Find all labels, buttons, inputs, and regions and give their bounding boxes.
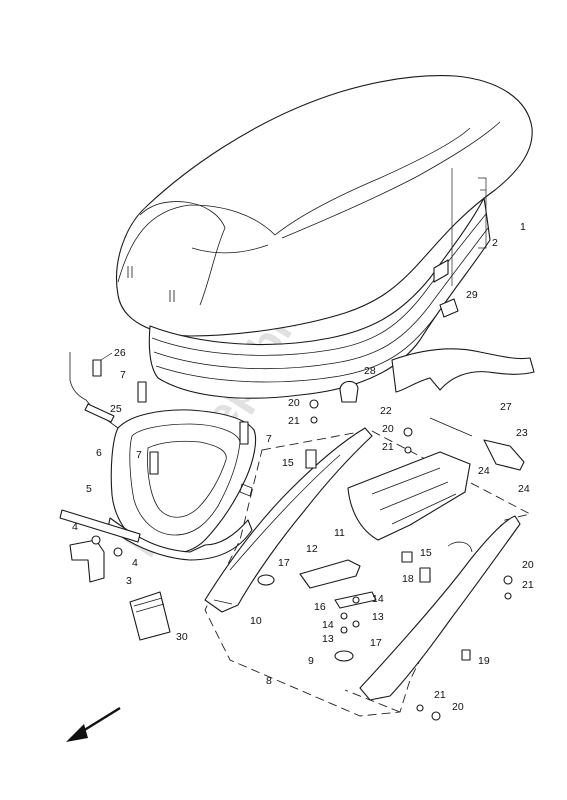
callout-18: 18 [402,573,414,585]
callout-9: 9 [308,655,314,667]
clip-18[interactable] [401,551,413,563]
assembly-8-lead [344,689,401,713]
callout-24a: 24 [478,465,490,477]
callout-27: 27 [500,401,512,413]
seat[interactable] [116,75,533,337]
grab-bar-27[interactable] [391,348,535,393]
assembly-8-boundary [204,429,532,717]
side-cover-right-9[interactable] [359,515,521,701]
screw-14b[interactable] [352,620,360,628]
callout-21b: 21 [382,441,394,453]
clip-19[interactable] [461,649,471,661]
bolt-20d[interactable] [431,711,441,721]
callout-20b: 20 [382,423,394,435]
bolt-20b[interactable] [403,427,413,437]
bolt-4a[interactable] [91,535,101,545]
cable-25[interactable] [84,403,115,423]
washer-21a[interactable] [310,416,318,424]
clip-15a[interactable] [305,449,317,469]
callout-20a: 20 [288,397,300,409]
callout-1: 1 [520,221,526,233]
side-cover-left-10[interactable] [204,427,373,613]
seat-lock-rod[interactable] [69,352,97,413]
clip-15b[interactable] [419,567,431,583]
callout-26: 26 [114,347,126,359]
callout-21a: 21 [288,415,300,427]
bracket-23[interactable] [483,439,525,471]
callout-6: 6 [96,447,102,459]
seat-base[interactable] [148,197,491,399]
bolt-7b[interactable] [239,421,249,445]
washer-21c[interactable] [504,592,512,600]
leader-1 [478,177,487,249]
bolt-4b[interactable] [113,547,123,557]
washer-21d[interactable] [416,704,424,712]
callout-4b: 4 [132,557,138,569]
screw-14a[interactable] [352,596,360,604]
screw-13a[interactable] [340,612,348,620]
callout-21c: 21 [522,579,534,591]
bolt-20c[interactable] [503,575,513,585]
cap-28[interactable] [339,380,359,403]
callout-5: 5 [86,483,92,495]
callout-20d: 20 [452,701,464,713]
callout-4a: 4 [72,521,78,533]
label-29[interactable] [439,298,459,318]
callout-14b: 14 [322,619,334,631]
callout-22: 22 [380,405,392,417]
callout-7c: 7 [266,433,272,445]
callout-28: 28 [364,365,376,377]
callout-17a: 17 [278,557,290,569]
grommet-17a[interactable] [257,574,275,586]
rear-cover-11[interactable] [347,451,471,541]
washer-21b[interactable] [404,446,412,454]
callout-12: 12 [306,543,318,555]
callout-3: 3 [126,575,132,587]
callout-25: 25 [110,403,122,415]
bolt-20a[interactable] [309,399,319,409]
owners-manual-30[interactable] [129,591,171,641]
callout-2: 2 [492,237,498,249]
callout-13b: 13 [322,633,334,645]
screw-13b[interactable] [340,626,348,634]
callout-19: 19 [478,655,490,667]
callout-21d: 21 [434,689,446,701]
hinge-rod-5[interactable] [59,509,141,543]
leader-26 [100,352,113,361]
callout-13a: 13 [372,611,384,623]
callout-23: 23 [516,427,528,439]
callout-24b: 24 [518,483,530,495]
bolt-7c[interactable] [149,451,159,475]
callout-7b: 7 [136,449,142,461]
callout-30: 30 [176,631,188,643]
cable-22[interactable] [429,417,473,437]
callout-11: 11 [334,527,345,539]
callout-20c: 20 [522,559,534,571]
grommet-17b[interactable] [334,650,354,662]
bolt-26[interactable] [92,359,102,377]
callout-29: 29 [466,289,478,301]
arrowhead [66,724,88,742]
callout-14a: 14 [372,593,384,605]
bracket-12[interactable] [299,559,361,589]
callout-16: 16 [314,601,326,613]
callout-8: 8 [266,675,272,687]
callout-7a: 7 [120,369,126,381]
callout-15a: 15 [282,457,294,469]
callout-15b: 15 [420,547,432,559]
bolt-7a[interactable] [137,381,147,403]
callout-17b: 17 [370,637,382,649]
bracket-3[interactable] [69,539,105,583]
storage-bucket[interactable] [107,409,257,561]
callout-10: 10 [250,615,262,627]
